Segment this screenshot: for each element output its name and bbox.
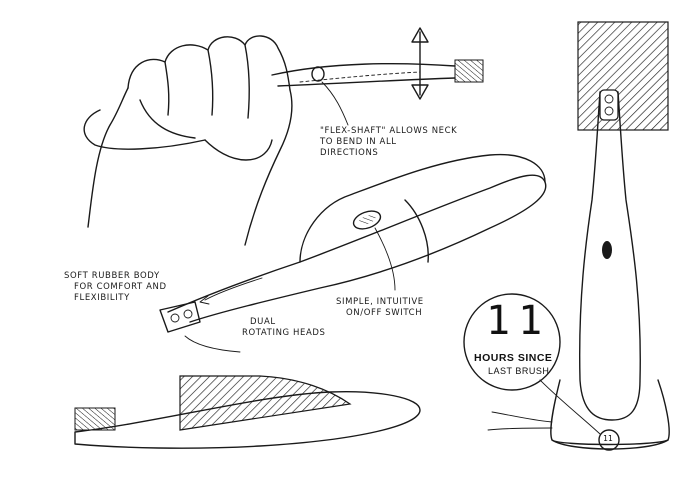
annotation-line: "Flex-shaft" allows neck xyxy=(320,126,458,136)
hours-count: 11 xyxy=(486,298,551,344)
annotation-line: directions xyxy=(320,148,379,158)
annotation-line: rotating heads xyxy=(242,328,326,338)
dock-display-count: 11 xyxy=(603,434,613,443)
annotation-line: for comfort and xyxy=(74,282,167,292)
annotation-flex-shaft: "Flex-shaft" allows neck to bend in all … xyxy=(320,126,457,159)
annotation-line: to bend in all xyxy=(320,137,397,147)
annotation-line: on/off switch xyxy=(346,308,423,318)
hand-drawing xyxy=(83,27,484,246)
annotation-line: Dual xyxy=(250,317,276,327)
annotation-line: flexibility xyxy=(74,293,130,303)
annotation-line: Simple, intuitive xyxy=(336,297,424,307)
annotation-dual-heads: Dual rotating heads xyxy=(242,317,326,339)
last-brush-label: LAST BRUSH xyxy=(488,366,550,376)
brush-profile-drawing xyxy=(74,375,421,449)
annotation-switch: Simple, intuitive on/off switch xyxy=(336,297,424,319)
brush-main-drawing xyxy=(159,153,547,353)
annotation-soft-rubber: Soft rubber body for comfort and flexibi… xyxy=(64,271,167,304)
hours-since-label: HOURS SINCE xyxy=(474,352,553,364)
brush-standing-drawing xyxy=(463,21,670,451)
annotation-line: Soft rubber body xyxy=(64,271,160,281)
